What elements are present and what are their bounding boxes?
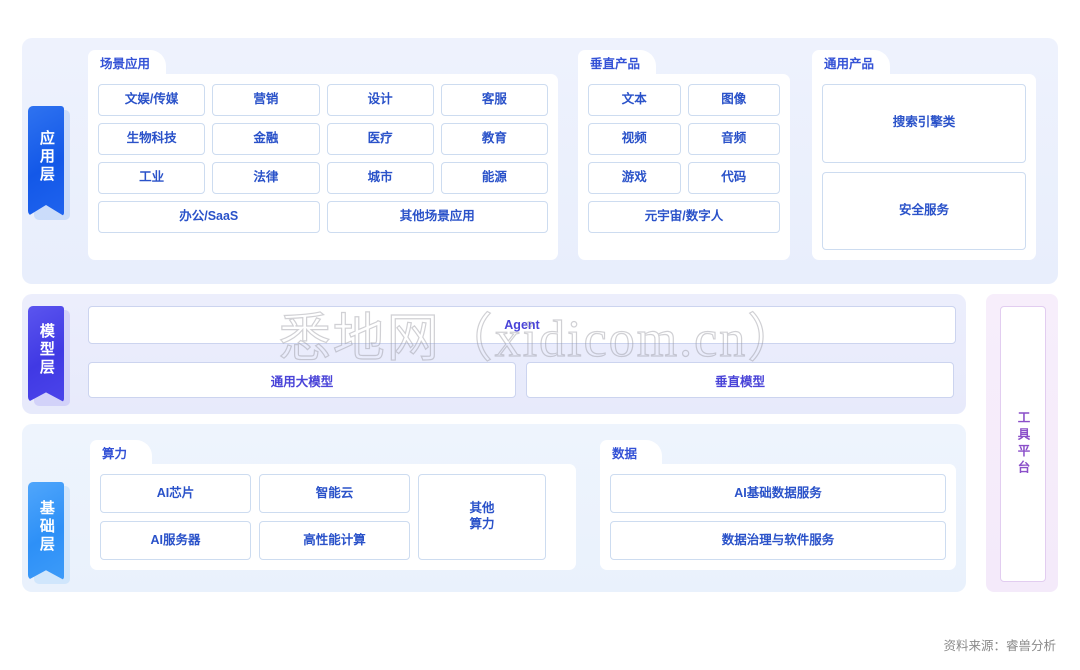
group-title-vertical: 垂直产品 xyxy=(578,50,657,74)
compute-cell[interactable]: AI服务器 xyxy=(100,521,251,560)
data-cell[interactable]: 数据治理与软件服务 xyxy=(610,521,946,560)
group-body-data: AI基础数据服务 数据治理与软件服务 xyxy=(600,464,956,570)
group-body-general: 搜索引擎类 安全服务 xyxy=(812,74,1036,260)
scene-cell[interactable]: 金融 xyxy=(212,123,320,155)
group-body-scene: 文娱/传媒 营销 设计 客服 生物科技 金融 医疗 教育 工业 法律 城市 能源… xyxy=(88,74,558,260)
scene-cell[interactable]: 客服 xyxy=(440,84,548,116)
scene-cell[interactable]: 文娱/传媒 xyxy=(98,84,206,116)
scene-cell[interactable]: 能源 xyxy=(440,162,548,194)
scene-cell[interactable]: 设计 xyxy=(326,84,434,116)
scene-cell-grid: 文娱/传媒 营销 设计 客服 生物科技 金融 医疗 教育 工业 法律 城市 能源… xyxy=(98,84,548,233)
layer-tab-label-application: 应用层 xyxy=(37,130,55,184)
group-title-data: 数据 xyxy=(600,440,662,464)
vertical-cell[interactable]: 文本 xyxy=(588,84,681,116)
scene-cell[interactable]: 医疗 xyxy=(326,123,434,155)
group-general-products: 通用产品 搜索引擎类 安全服务 xyxy=(812,50,1036,260)
layer-tab-label-foundation: 基础层 xyxy=(37,500,55,554)
data-cell-grid: AI基础数据服务 数据治理与软件服务 xyxy=(610,474,946,560)
compute-other-line2: 算力 xyxy=(469,517,495,531)
layer-tab-face: 模型层 xyxy=(28,306,64,402)
vertical-cell[interactable]: 游戏 xyxy=(588,162,681,194)
model-agent-bar[interactable]: Agent xyxy=(88,306,956,344)
tool-platform-panel[interactable]: 工具平台 xyxy=(1000,306,1046,582)
model-cell-vertical[interactable]: 垂直模型 xyxy=(526,362,954,398)
compute-cell-grid: AI芯片 智能云 AI服务器 高性能计算 xyxy=(100,474,410,560)
general-cell[interactable]: 搜索引擎类 xyxy=(822,84,1026,163)
group-body-vertical: 文本 图像 视频 音频 游戏 代码 元宇宙/数字人 xyxy=(578,74,790,260)
group-title-scene: 场景应用 xyxy=(88,50,167,74)
vertical-cell[interactable]: 元宇宙/数字人 xyxy=(588,201,780,233)
scene-cell[interactable]: 办公/SaaS xyxy=(98,201,320,233)
layer-tab-application[interactable]: 应用层 xyxy=(28,106,70,220)
compute-cell-other[interactable]: 其他 算力 xyxy=(418,474,546,560)
compute-cell[interactable]: AI芯片 xyxy=(100,474,251,513)
group-scene-applications: 场景应用 文娱/传媒 营销 设计 客服 生物科技 金融 医疗 教育 工业 法律 … xyxy=(88,50,558,260)
group-compute-power: 算力 AI芯片 智能云 AI服务器 高性能计算 其他 算力 xyxy=(90,440,576,570)
vertical-cell[interactable]: 视频 xyxy=(588,123,681,155)
vertical-cell-grid: 文本 图像 视频 音频 游戏 代码 元宇宙/数字人 xyxy=(588,84,780,233)
layer-tab-foundation[interactable]: 基础层 xyxy=(28,482,70,584)
tool-platform-label: 工具平台 xyxy=(1015,411,1030,477)
scene-cell[interactable]: 法律 xyxy=(212,162,320,194)
scene-cell[interactable]: 教育 xyxy=(440,123,548,155)
scene-cell[interactable]: 其他场景应用 xyxy=(326,201,548,233)
group-title-general: 通用产品 xyxy=(812,50,891,74)
group-body-compute: AI芯片 智能云 AI服务器 高性能计算 其他 算力 xyxy=(90,464,576,570)
group-vertical-products: 垂直产品 文本 图像 视频 音频 游戏 代码 元宇宙/数字人 xyxy=(578,50,790,260)
compute-cell[interactable]: 高性能计算 xyxy=(259,521,410,560)
data-cell[interactable]: AI基础数据服务 xyxy=(610,474,946,513)
model-cell-general[interactable]: 通用大模型 xyxy=(88,362,516,398)
source-note: 资料来源：睿兽分析 xyxy=(943,639,1056,653)
vertical-cell[interactable]: 图像 xyxy=(687,84,780,116)
layer-tab-face: 应用层 xyxy=(28,106,64,216)
scene-cell[interactable]: 营销 xyxy=(212,84,320,116)
scene-cell[interactable]: 工业 xyxy=(98,162,206,194)
vertical-cell[interactable]: 代码 xyxy=(687,162,780,194)
compute-other-line1: 其他 xyxy=(469,501,495,516)
compute-cell[interactable]: 智能云 xyxy=(259,474,410,513)
group-title-compute: 算力 xyxy=(90,440,152,464)
vertical-cell[interactable]: 音频 xyxy=(687,123,780,155)
layer-tab-face: 基础层 xyxy=(28,482,64,580)
general-cell-grid: 搜索引擎类 安全服务 xyxy=(822,84,1026,250)
scene-cell[interactable]: 生物科技 xyxy=(98,123,206,155)
model-row: 通用大模型 垂直模型 xyxy=(88,362,954,398)
group-data: 数据 AI基础数据服务 数据治理与软件服务 xyxy=(600,440,956,570)
layer-tab-model[interactable]: 模型层 xyxy=(28,306,70,406)
layer-tab-label-model: 模型层 xyxy=(37,323,55,377)
scene-cell[interactable]: 城市 xyxy=(326,162,434,194)
general-cell[interactable]: 安全服务 xyxy=(822,171,1026,250)
